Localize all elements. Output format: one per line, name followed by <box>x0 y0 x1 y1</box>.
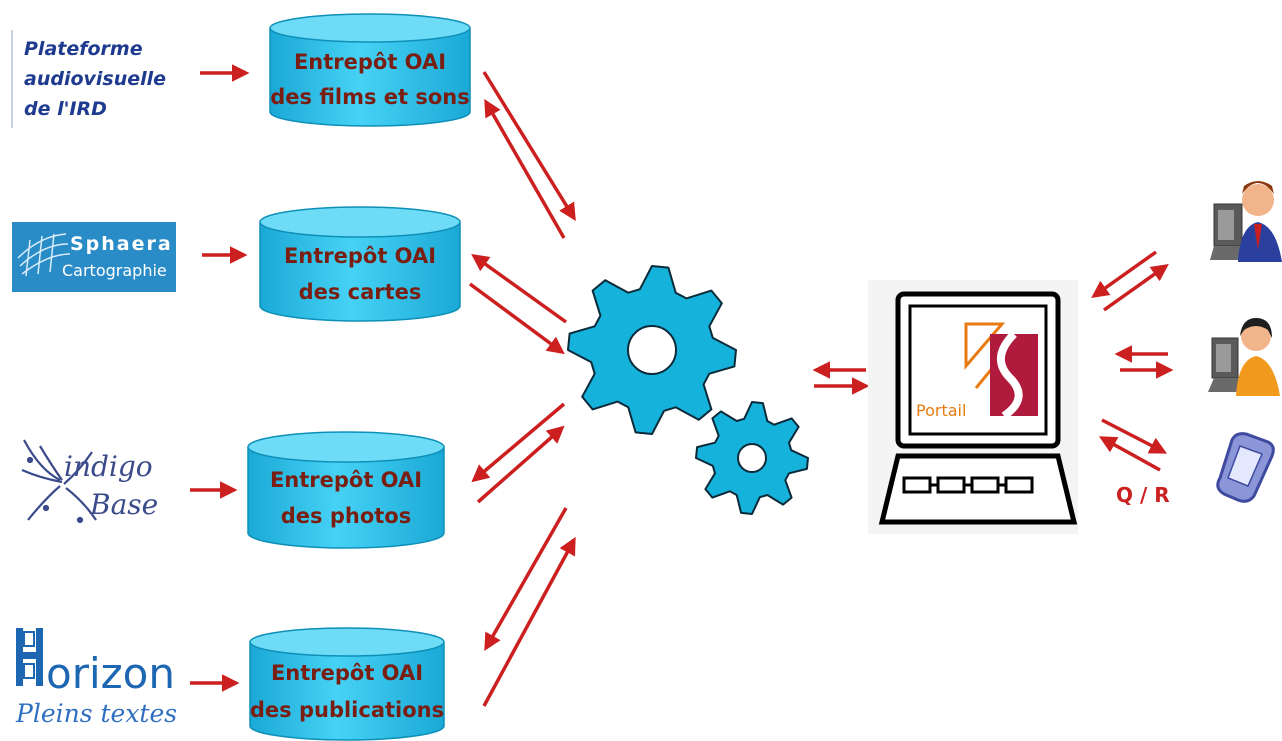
source-audiovisuelle-line-3: de l'IRD <box>24 98 107 120</box>
keyboard-keys <box>902 476 1034 494</box>
arrow-cartes-to-harvester <box>468 282 565 355</box>
repository-films-line-1: Entrepôt OAI <box>294 50 446 74</box>
arrow-mobile-to-portal <box>1098 436 1161 472</box>
user-computer-icon <box>1210 181 1282 262</box>
repository-cartes-line-1: Entrepôt OAI <box>284 244 436 268</box>
arrow-portal-to-mobile <box>1101 418 1168 454</box>
arrow-user1-to-portal <box>1091 250 1158 299</box>
source-indigo-line-2: Base <box>89 488 158 521</box>
gear-icon-large <box>567 265 737 435</box>
portal-keyboard <box>878 453 1078 525</box>
source-audiovisuelle-line-2: audiovisuelle <box>24 68 166 90</box>
source-indigo-line-1: indigo <box>64 450 153 483</box>
source-indigo-logo: indigo Base <box>21 439 158 524</box>
source-horizon-line-2: Pleins textes <box>15 699 177 728</box>
repository-cartes-line-2: des cartes <box>299 280 422 304</box>
repository-cartes: Entrepôt OAI des cartes <box>259 206 461 322</box>
arrow-photos-to-harvester <box>476 425 565 504</box>
query-response-label: Q / R <box>1116 483 1170 507</box>
indigo-leaf-icon <box>21 439 97 524</box>
source-audiovisuelle-line-1: Plateforme <box>24 38 143 60</box>
arrow-harvester-to-films <box>484 98 566 239</box>
arrow-films-to-harvester <box>482 71 576 221</box>
harvest-arrows <box>468 71 576 707</box>
repository-films-line-2: des films et sons <box>270 85 470 109</box>
source-audiovisuelle: Plateforme audiovisuelle de l'IRD <box>11 30 166 128</box>
arrow-publications-to-harvester <box>482 536 576 707</box>
portal-computer: Portail <box>868 280 1078 534</box>
repository-photos-line-1: Entrepôt OAI <box>270 468 422 492</box>
source-sphaera-line-2: Cartographie <box>62 261 167 280</box>
user-computer-icon-2 <box>1208 318 1280 396</box>
horizon-h-icon <box>16 628 43 686</box>
repository-publications: Entrepôt OAI des publications <box>249 627 445 741</box>
source-horizon-line-1: orizon <box>46 649 175 698</box>
arrow-portal-to-user1 <box>1102 263 1169 312</box>
arrow-harvester-to-photos <box>471 402 566 483</box>
arrow-harvester-to-publications <box>484 507 568 652</box>
repository-films: Entrepôt OAI des films et sons <box>269 13 471 127</box>
grid-globe-icon <box>17 233 71 277</box>
harvester-portal-arrows <box>812 361 870 395</box>
gear-icon-small <box>695 401 809 515</box>
repository-publications-line-2: des publications <box>250 698 444 722</box>
repository-photos: Entrepôt OAI des photos <box>247 431 445 549</box>
source-to-repository-arrows <box>190 64 250 692</box>
repository-photos-line-2: des photos <box>281 504 411 528</box>
source-horizon-logo: orizon Pleins textes <box>15 628 177 728</box>
repository-publications-line-1: Entrepôt OAI <box>271 661 423 685</box>
mobile-device-icon <box>1216 432 1275 503</box>
source-sphaera-line-1: Sphaera <box>70 233 173 255</box>
portal-logo-icon <box>964 322 1038 420</box>
user-arrows <box>1091 250 1174 472</box>
portal-label: Portail <box>916 401 966 420</box>
arrow-harvester-to-cartes <box>471 253 568 324</box>
source-sphaera-logo: Sphaera Cartographie <box>12 222 176 292</box>
